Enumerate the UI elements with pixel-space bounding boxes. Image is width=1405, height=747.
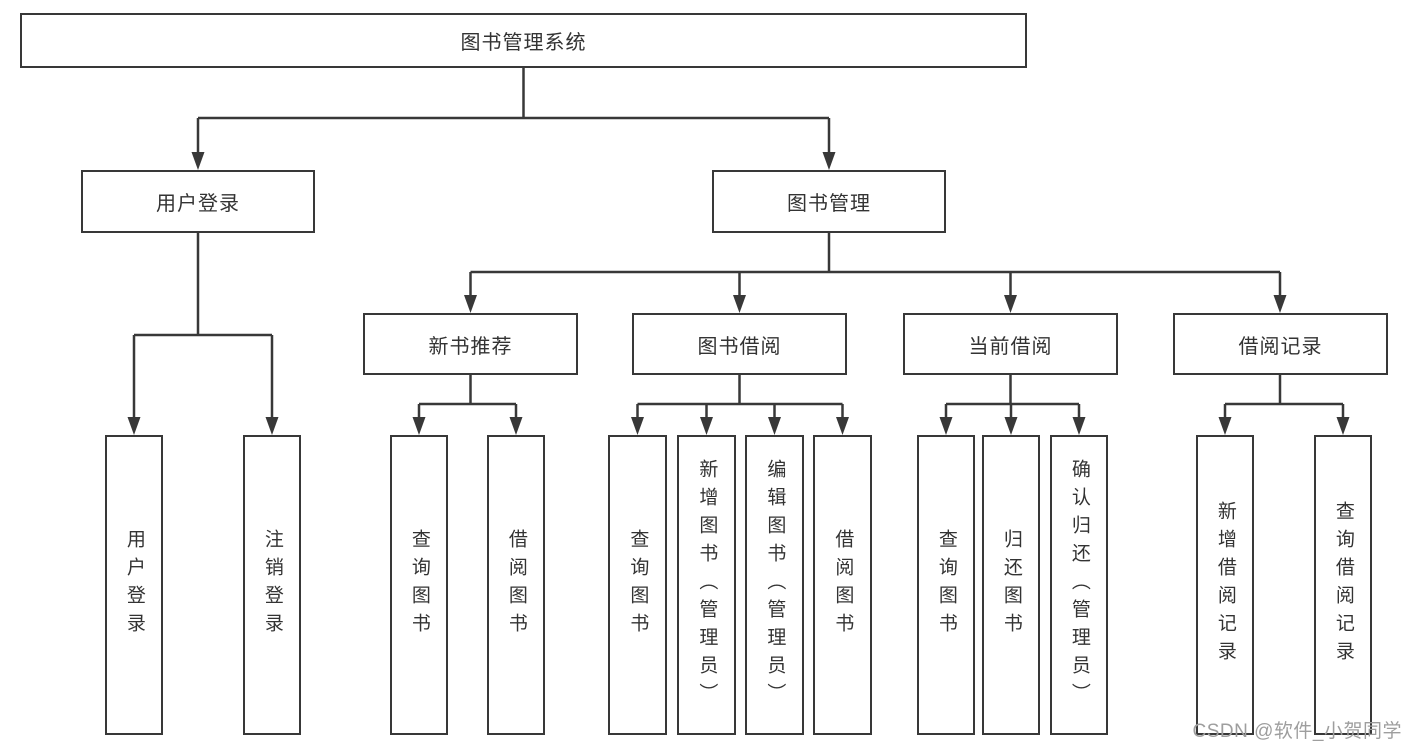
leaf-cb-query-books-label: 查询图书 [935, 529, 957, 641]
node-book-borrowing: 图书借阅 [632, 313, 847, 375]
node-borrowing-records: 借阅记录 [1173, 313, 1388, 375]
leaf-br-add-record: 新增借阅记录 [1196, 435, 1254, 735]
leaf-cb-confirm-return-admin: 确认归还（管理员） [1050, 435, 1108, 735]
node-new-book-recommend: 新书推荐 [363, 313, 578, 375]
leaf-br-add-record-label: 新增借阅记录 [1214, 501, 1236, 669]
leaf-cb-confirm-return-admin-label: 确认归还（管理员） [1068, 459, 1090, 711]
leaf-bb-borrow-books-label: 借阅图书 [832, 529, 854, 641]
watermark: CSDN @软件_小贺同学 [1192, 721, 1402, 742]
leaf-nbr-query-books-label: 查询图书 [408, 529, 430, 641]
leaf-cb-query-books: 查询图书 [917, 435, 975, 735]
leaf-nbr-query-books: 查询图书 [390, 435, 448, 735]
leaf-bb-edit-book-admin-label: 编辑图书（管理员） [764, 459, 786, 711]
leaf-bb-add-book-admin: 新增图书（管理员） [677, 435, 736, 735]
node-current-borrowing: 当前借阅 [903, 313, 1118, 375]
node-book-management: 图书管理 [712, 170, 946, 233]
leaf-bb-borrow-books: 借阅图书 [813, 435, 872, 735]
leaf-br-query-record-label: 查询借阅记录 [1332, 501, 1354, 669]
leaf-user-login: 用户登录 [105, 435, 163, 735]
leaf-bb-query-books: 查询图书 [608, 435, 667, 735]
leaf-nbr-borrow-books-label: 借阅图书 [505, 529, 527, 641]
leaf-bb-edit-book-admin: 编辑图书（管理员） [745, 435, 804, 735]
node-root: 图书管理系统 [20, 13, 1027, 68]
leaf-br-query-record: 查询借阅记录 [1314, 435, 1372, 735]
leaf-cb-return-books-label: 归还图书 [1000, 529, 1022, 641]
leaf-bb-query-books-label: 查询图书 [627, 529, 649, 641]
leaf-user-login-label: 用户登录 [123, 529, 145, 641]
leaf-logout: 注销登录 [243, 435, 301, 735]
node-user-login: 用户登录 [81, 170, 315, 233]
leaf-logout-label: 注销登录 [261, 529, 283, 641]
leaf-cb-return-books: 归还图书 [982, 435, 1040, 735]
leaf-bb-add-book-admin-label: 新增图书（管理员） [696, 459, 718, 711]
leaf-nbr-borrow-books: 借阅图书 [487, 435, 545, 735]
